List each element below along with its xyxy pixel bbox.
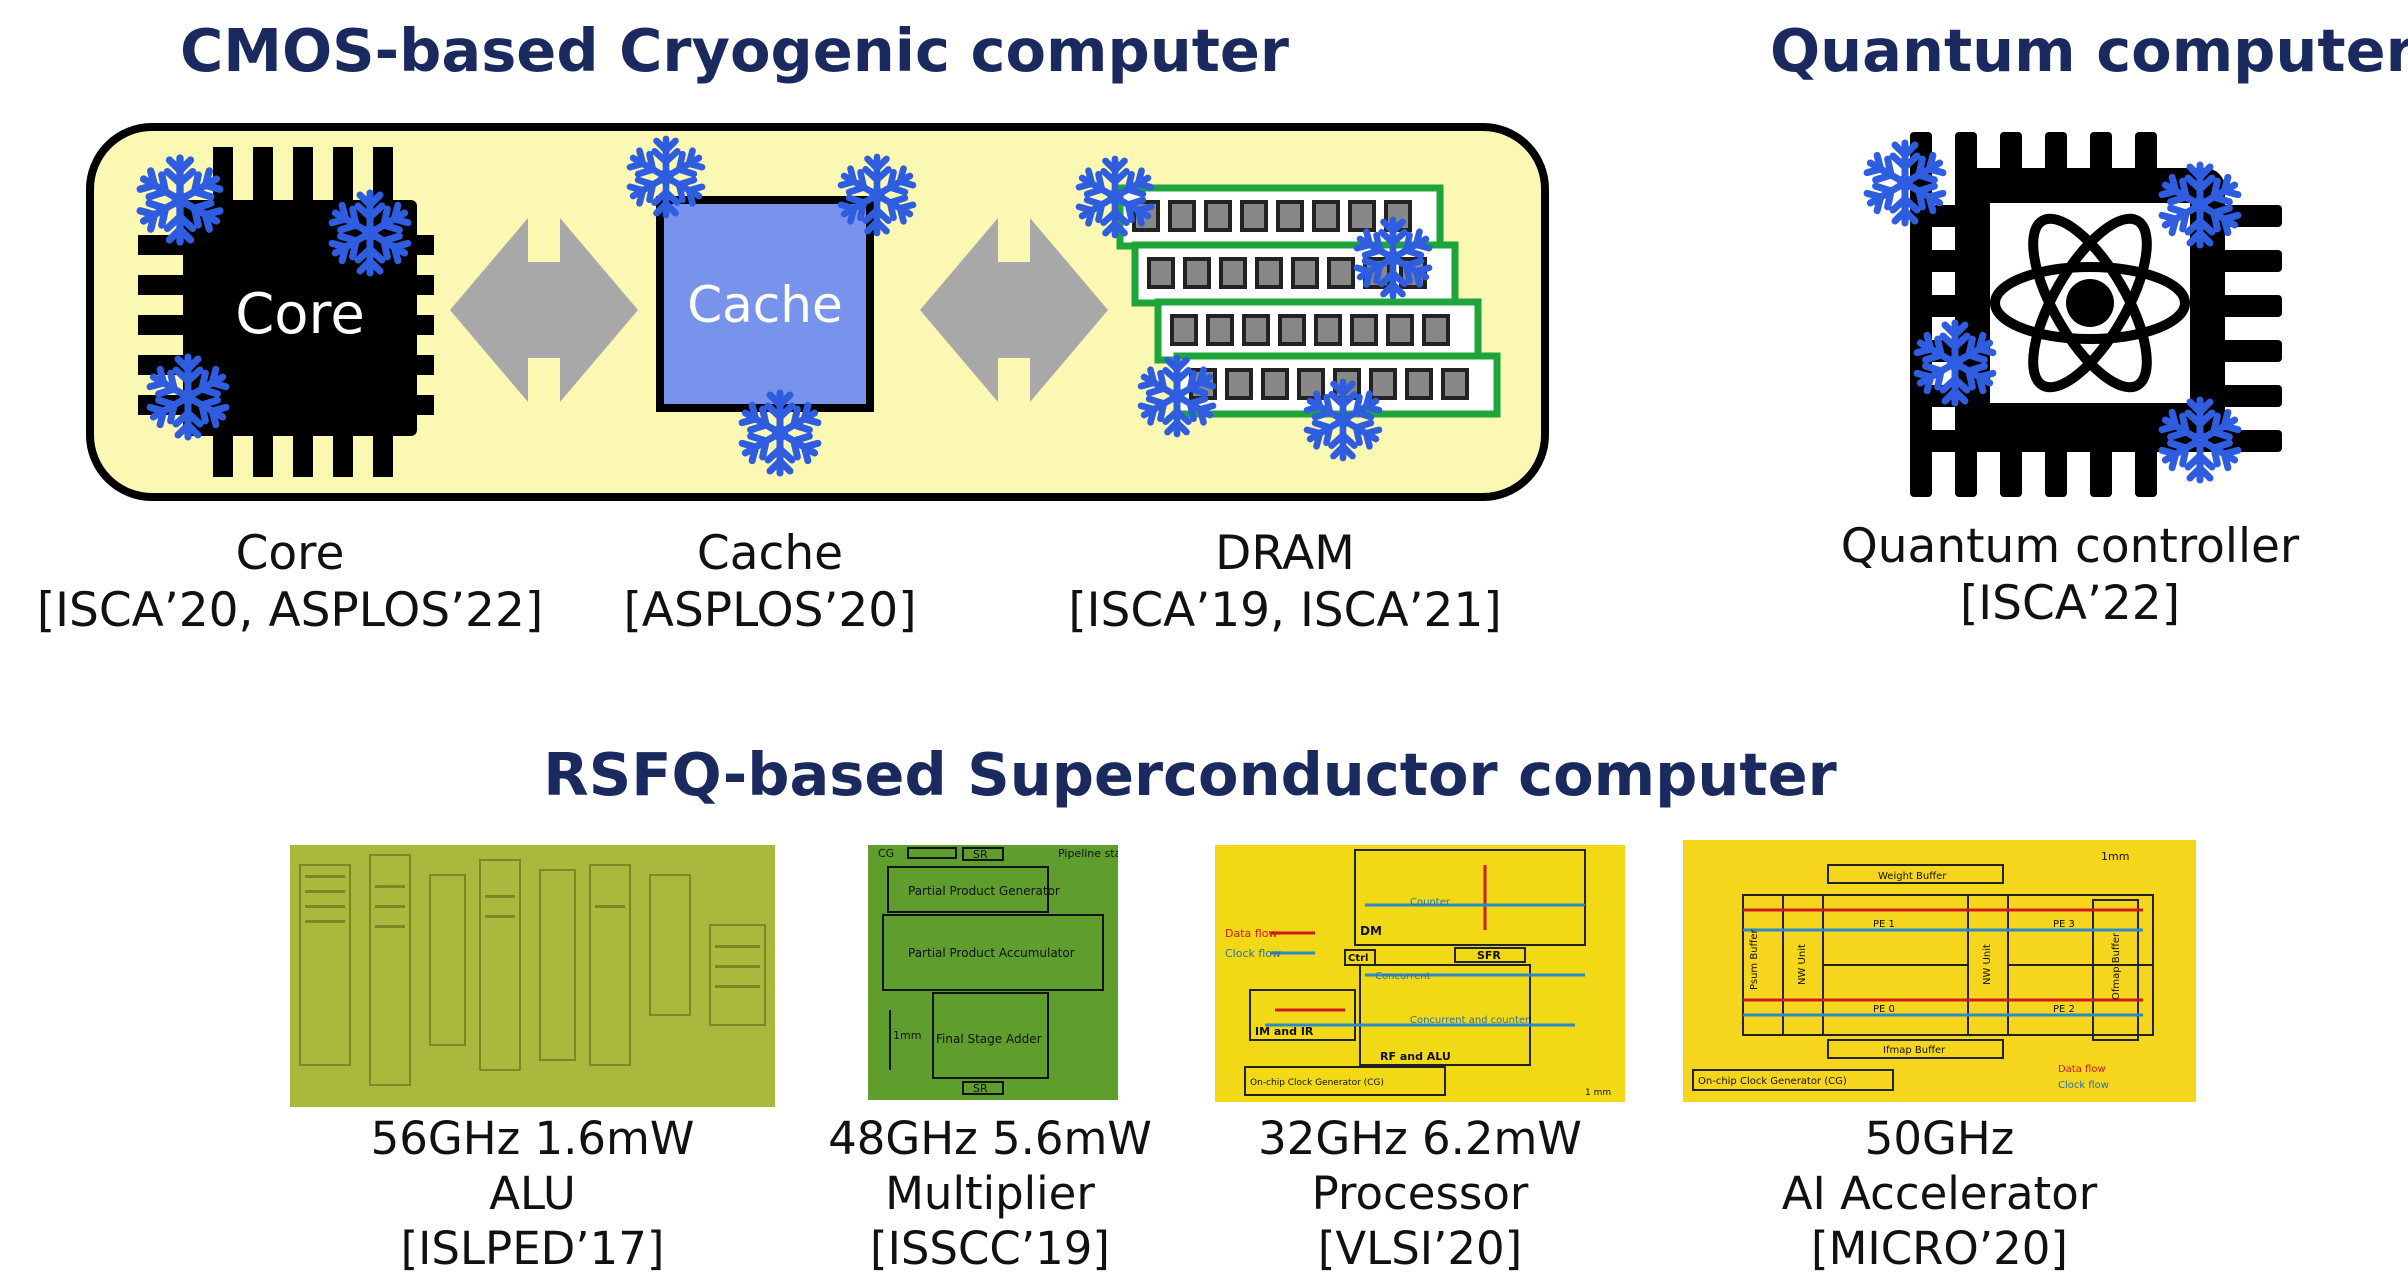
accelerator-data-flow-label: Data flow <box>2058 1064 2106 1075</box>
multiplier-caption-ref: [ISSCC’19] <box>870 1221 1110 1275</box>
dram-caption-name: DRAM <box>1215 526 1355 581</box>
quantum-chip-icon <box>1910 132 2282 497</box>
processor-concurrent-counter-label: Concurrent and counter <box>1410 1015 1530 1026</box>
core-label: Core <box>235 282 365 347</box>
processor-chip-photo: Data flow Clock flow DM Ctrl SFR Counter… <box>1215 845 1625 1102</box>
multiplier-cg-label: CG <box>878 847 894 860</box>
dram-module-icon <box>1120 188 1497 414</box>
processor-caption-ref: [VLSI’20] <box>1317 1221 1523 1275</box>
quantum-caption-ref: [ISCA’22] <box>1959 576 2181 632</box>
alu-caption: 56GHz 1.6mW ALU [ISLPED’17] <box>290 1112 775 1277</box>
processor-clock-gen-label: On-chip Clock Generator (CG) <box>1250 1078 1384 1088</box>
atom-icon <box>1990 213 2190 393</box>
accelerator-ofmap-buffer-label: Ofmap Buffer <box>2111 932 2122 1000</box>
accelerator-pe2-label: PE 2 <box>2053 1004 2075 1015</box>
accelerator-pe1-label: PE 1 <box>1873 919 1895 930</box>
accelerator-nw-unit-right-label: NW Unit <box>1982 944 1993 985</box>
processor-dm-label: DM <box>1360 924 1382 938</box>
multiplier-sr-bottom-label: SR <box>973 1082 988 1095</box>
accelerator-psum-buffer-label: Psum Buffer <box>1749 928 1760 990</box>
processor-clock-flow-label: Clock flow <box>1225 947 1281 960</box>
dram-caption-ref: [ISCA’19, ISCA’21] <box>1068 583 1502 639</box>
multiplier-fsa-label: Final Stage Adder <box>936 1032 1042 1046</box>
accelerator-scale-label: 1mm <box>2101 850 2129 863</box>
alu-chip-photo <box>290 845 775 1107</box>
rsfq-section-title: RSFQ-based Superconductor computer <box>543 740 1837 809</box>
core-caption-ref: [ISCA’20, ASPLOS’22] <box>36 583 544 639</box>
accelerator-weight-buffer-label: Weight Buffer <box>1878 871 1947 882</box>
core-caption-name: Core <box>235 526 345 581</box>
accelerator-ifmap-buffer-label: Ifmap Buffer <box>1883 1045 1946 1056</box>
alu-caption-ref: [ISLPED’17] <box>400 1221 665 1275</box>
accelerator-clock-gen-label: On-chip Clock Generator (CG) <box>1698 1076 1847 1087</box>
core-cache-double-arrow-icon <box>450 218 638 402</box>
processor-caption-name: Processor <box>1311 1166 1529 1220</box>
multiplier-scale-label: 1mm <box>893 1029 921 1042</box>
multiplier-caption-spec: 48GHz 5.6mW <box>828 1112 1152 1165</box>
accelerator-caption-ref: [MICRO’20] <box>1811 1221 2068 1275</box>
multiplier-caption-name: Multiplier <box>885 1166 1095 1220</box>
alu-caption-spec: 56GHz 1.6mW <box>370 1112 695 1165</box>
processor-rf-alu-label: RF and ALU <box>1380 1050 1451 1063</box>
accelerator-pe0-label: PE 0 <box>1873 1004 1895 1015</box>
alu-caption-name: ALU <box>489 1166 576 1220</box>
accelerator-clock-flow-label: Clock flow <box>2058 1080 2109 1091</box>
processor-caption-spec: 32GHz 6.2mW <box>1258 1112 1582 1165</box>
cmos-section-title: CMOS-based Cryogenic computer <box>180 16 1290 85</box>
quantum-snowflake-icon <box>1864 143 2240 480</box>
accelerator-caption-spec: 50GHz <box>1864 1112 2015 1165</box>
processor-sfr-label: SFR <box>1477 949 1501 962</box>
processor-im-ir-label: IM and IR <box>1255 1025 1314 1038</box>
processor-counter-label: Counter <box>1410 897 1451 908</box>
multiplier-caption: 48GHz 5.6mW Multiplier [ISSCC’19] <box>790 1112 1190 1277</box>
quantum-caption: Quantum controller [ISCA’22] <box>1840 518 2300 633</box>
processor-concurrent-label: Concurrent <box>1375 971 1431 982</box>
accelerator-caption-name: AI Accelerator <box>1781 1166 2098 1220</box>
accelerator-nw-unit-left-label: NW Unit <box>1797 944 1808 985</box>
cache-label: Cache <box>687 276 843 334</box>
multiplier-pipeline-label: Pipeline stages <box>1058 847 1118 860</box>
processor-caption: 32GHz 6.2mW Processor [VLSI’20] <box>1215 1112 1625 1277</box>
processor-scale-label: 1 mm <box>1585 1088 1611 1098</box>
accelerator-chip-photo: Weight Buffer Psum Buffer NW Unit NW Uni… <box>1683 840 2196 1102</box>
quantum-section-title: Quantum computer <box>1770 16 2408 85</box>
quantum-caption-name: Quantum controller <box>1840 519 2300 574</box>
multiplier-ppa-label: Partial Product Accumulator <box>908 946 1075 960</box>
accelerator-caption: 50GHz AI Accelerator [MICRO’20] <box>1683 1112 2196 1277</box>
cache-dram-double-arrow-icon <box>920 218 1108 402</box>
dram-caption: DRAM [ISCA’19, ISCA’21] <box>1040 525 1530 640</box>
multiplier-chip-photo: CG SR SR Pipeline stages Partial Product… <box>868 845 1118 1100</box>
cache-caption-ref: [ASPLOS’20] <box>623 583 917 639</box>
accelerator-pe3-label: PE 3 <box>2053 919 2075 930</box>
processor-data-flow-label: Data flow <box>1225 927 1277 940</box>
multiplier-sr-top-label: SR <box>973 848 988 861</box>
multiplier-ppg-label: Partial Product Generator <box>908 884 1060 898</box>
cache-caption: Cache [ASPLOS’20] <box>600 525 940 640</box>
core-caption: Core [ISCA’20, ASPLOS’22] <box>10 525 570 640</box>
processor-ctrl-label: Ctrl <box>1348 953 1368 964</box>
cache-caption-name: Cache <box>696 526 844 581</box>
